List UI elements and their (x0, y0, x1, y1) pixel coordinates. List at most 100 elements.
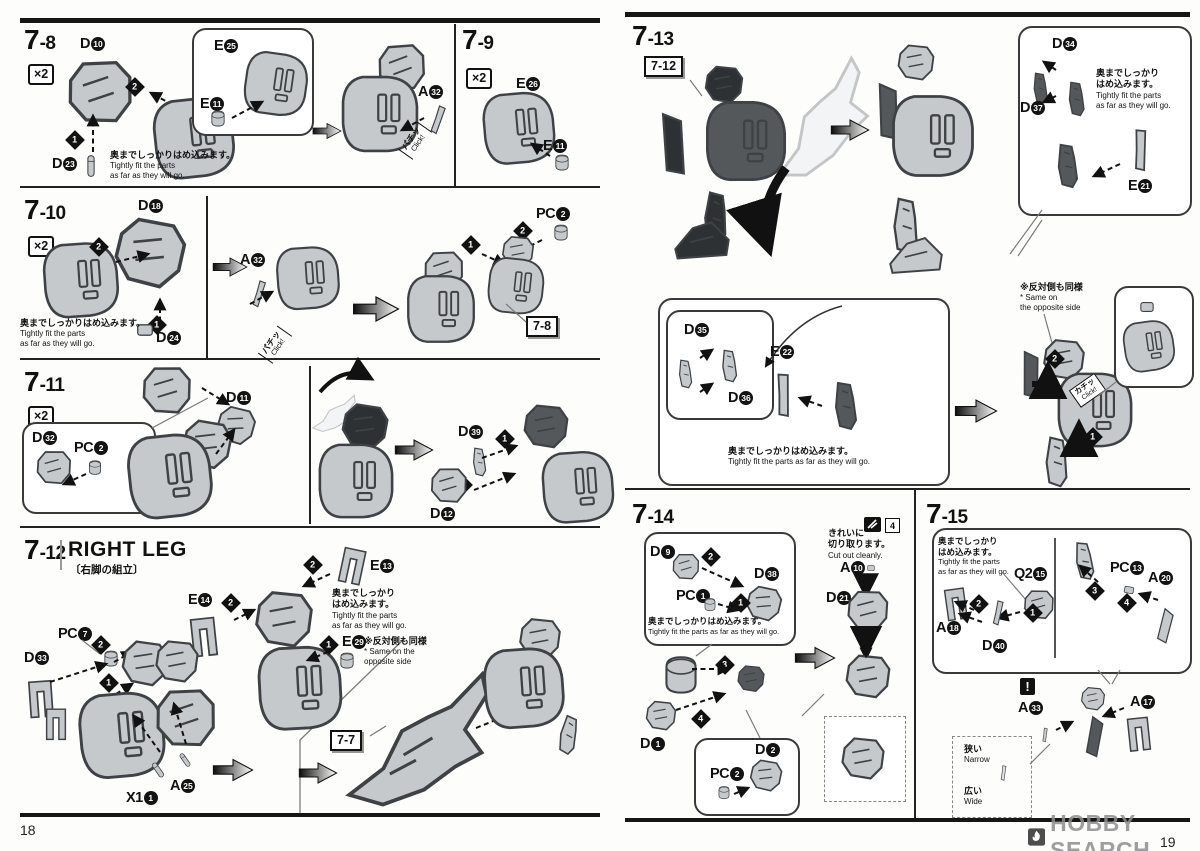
note-jp: 奥までしっかりはめ込みます。 (648, 616, 767, 626)
part-number-circle: 11 (553, 139, 568, 153)
step-name: RIGHT LEG (68, 538, 187, 561)
right-page-bottom-rule (625, 818, 1190, 822)
part-letter: D (826, 590, 836, 606)
part-drawing-disc (400, 270, 482, 348)
part-drawing-disc (269, 226, 348, 331)
part-number-circle: 22 (780, 345, 795, 359)
assembly-arrow (957, 611, 983, 624)
note-en: Wide (964, 797, 983, 807)
next-step-arrow (394, 434, 434, 466)
part-drawing-d12 (424, 460, 475, 513)
part-number-circle: 29 (352, 635, 367, 649)
assembly-arrow (953, 600, 975, 613)
part-letter: PC (1110, 560, 1130, 576)
part-letter: E (1128, 178, 1138, 194)
part-number-circle: 34 (1062, 37, 1077, 51)
part-letter: E (342, 634, 352, 650)
next-step-arrow (352, 292, 400, 326)
note-jp: 切り取ります。 (828, 539, 891, 550)
note-en: the opposite side (1020, 303, 1081, 313)
part-number-circle: 13 (380, 559, 395, 573)
part-number-circle: 40 (992, 639, 1007, 653)
note-en: as far as they will go. (938, 566, 1009, 576)
part-letter: D (226, 390, 236, 406)
assembly-arrow (1137, 591, 1159, 604)
watermark-text: HOBBY SEARCH (1050, 810, 1151, 851)
detail-inset-box (694, 738, 800, 816)
assembly-arrow (473, 471, 517, 491)
part-drawing-e11 (206, 108, 230, 130)
assembly-arrow (115, 250, 151, 263)
part-letter: A (1130, 694, 1140, 710)
flame-icon (1028, 828, 1046, 846)
note-en: Tightly fit the parts (110, 161, 176, 171)
note-en: opposite side (364, 657, 412, 667)
part-letter: E (770, 344, 780, 360)
assembly-arrow (215, 427, 236, 455)
section-divider (206, 196, 208, 358)
part-drawing-pc2 (714, 784, 734, 802)
part-drawing-thigh (893, 32, 939, 94)
part-number-circle: 37 (1030, 101, 1045, 115)
part-letter: D (138, 198, 148, 214)
part-letter: PC (710, 766, 730, 782)
assembly-arrow (1041, 91, 1057, 104)
assembly-arrow (699, 382, 715, 396)
assembly-arrow (701, 567, 745, 588)
part-letter: D (32, 430, 42, 446)
note-en: Tightly fit the parts (332, 610, 398, 620)
next-step-arrow (794, 642, 836, 674)
part-drawing-a10 (862, 562, 880, 574)
wide-label: 広い Wide (964, 786, 982, 807)
section-divider (625, 488, 1190, 490)
step-number-minor: -8 (39, 33, 56, 54)
step-number-minor: -12 (39, 543, 66, 564)
opposite-side-note: ※反対側も同様 * Same on the opposite side (1020, 282, 1083, 313)
step-number-minor: -13 (647, 29, 674, 50)
note-jp: ※反対側も同様 (1020, 282, 1083, 292)
assembly-arrow (1091, 163, 1121, 178)
part-number-circle: 2 (765, 743, 780, 757)
left-page-bottom-rule (20, 813, 600, 817)
fit-note: 奥までしっかりはめ込みます。 Tightly fit the parts as … (728, 446, 870, 467)
page-number-left: 18 (20, 822, 36, 838)
part-letter: PC (74, 440, 94, 456)
part-number-circle: 32 (428, 85, 443, 99)
part-number-circle: 20 (1158, 571, 1173, 585)
note-jp: 狭い (964, 744, 983, 754)
reference-box-7-7: 7-7 (330, 730, 363, 751)
quantity-badge: ×2 (28, 406, 55, 427)
note-en: Tightly fit the parts as far as they wil… (728, 457, 870, 467)
step-number-major: 7 (632, 20, 648, 51)
part-letter: E (370, 558, 380, 574)
note-jp: 奥までしっかり (1096, 68, 1160, 78)
blade-orientation-dashed-box (952, 736, 1032, 818)
assembly-arrow (249, 290, 275, 305)
step-number-minor: -15 (941, 507, 968, 528)
part-letter: D (458, 424, 468, 440)
part-number-circle: 36 (738, 391, 753, 405)
note-jp: きれいに (828, 528, 865, 538)
part-number-circle: 11 (210, 97, 225, 111)
part-number-circle: 24 (166, 331, 181, 345)
part-number-circle: 21 (1138, 179, 1153, 193)
left-page-top-rule (20, 18, 600, 23)
assembly-arrow (797, 395, 823, 408)
step-title: 7-14 (632, 500, 674, 528)
part-number-circle: 10 (90, 37, 105, 51)
